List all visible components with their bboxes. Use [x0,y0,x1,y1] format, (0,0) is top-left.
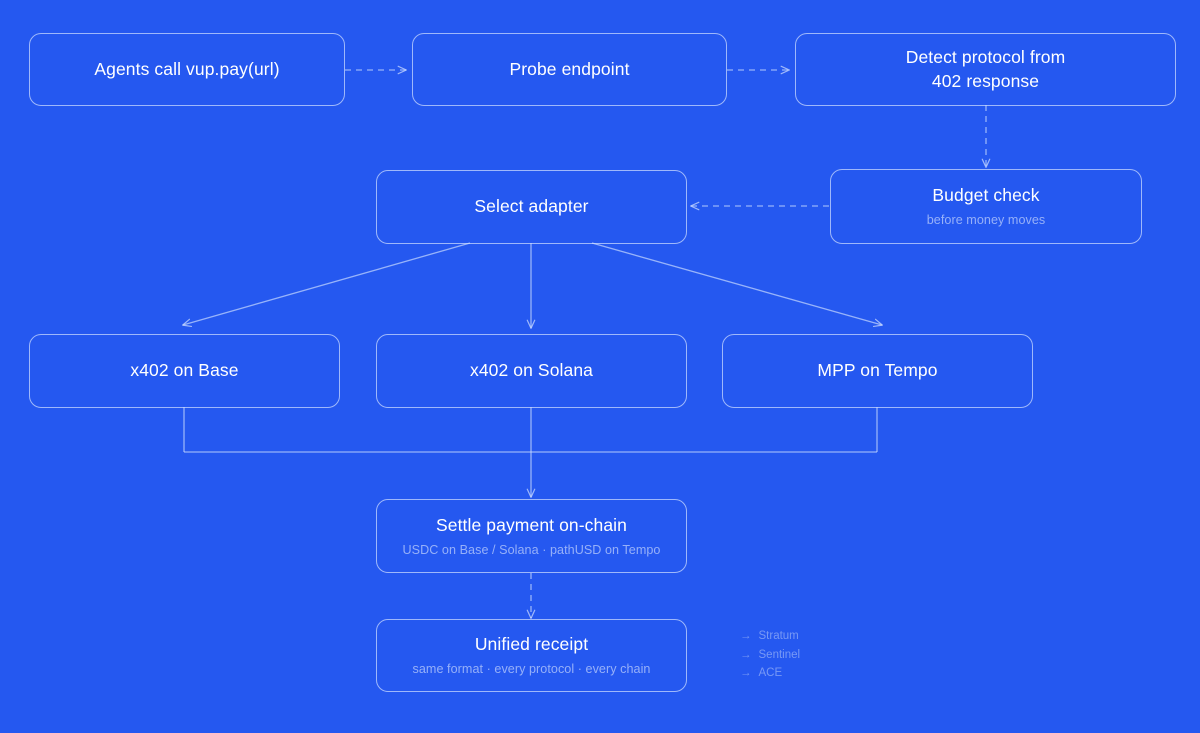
legend-item-ace[interactable]: → ACE [740,667,800,680]
node-unified-receipt[interactable]: Unified receipt same format · every prot… [376,619,687,692]
legend: → Stratum → Sentinel → ACE [740,630,801,680]
node-agents-call[interactable]: Agents call vup.pay(url) [29,33,345,106]
legend-item-label: Sentinel [758,648,801,661]
node-subtitle: same format · every protocol · every cha… [412,662,651,677]
arrow-right-icon: → [740,630,752,642]
node-subtitle: before money moves [926,213,1046,228]
node-title: Settle payment on-chain [435,514,628,535]
node-mpp-tempo[interactable]: MPP on Tempo [722,334,1033,408]
node-x402-base[interactable]: x402 on Base [29,334,340,408]
node-settle-payment[interactable]: Settle payment on-chain USDC on Base / S… [376,499,687,573]
node-title: Probe endpoint [509,58,630,79]
node-title: Agents call vup.pay(url) [94,58,280,79]
legend-item-sentinel[interactable]: → Sentinel [740,648,801,662]
legend-item-label: Stratum [758,630,799,642]
edge-select-to-base [183,242,471,325]
edge-select-to-tempo [591,242,882,325]
node-x402-solana[interactable]: x402 on Solana [376,334,687,408]
node-title: Unified receipt [474,634,589,655]
node-select-adapter[interactable]: Select adapter [376,170,687,244]
legend-item-stratum[interactable]: → Stratum [740,630,800,643]
node-title: Detect protocol from 402 response [905,47,1066,91]
node-title: MPP on Tempo [817,360,938,381]
node-title: Budget check [932,185,1040,206]
node-budget-check[interactable]: Budget check before money moves [830,169,1142,244]
node-title: x402 on Base [130,360,239,381]
legend-item-label: ACE [758,667,783,679]
node-title: Select adapter [474,196,589,217]
node-title: x402 on Solana [469,360,594,381]
node-probe-endpoint[interactable]: Probe endpoint [412,33,727,106]
arrow-right-icon: → [740,667,752,679]
arrow-right-icon: → [740,648,752,661]
node-subtitle: USDC on Base / Solana · pathUSD on Tempo [402,542,661,557]
node-detect-protocol[interactable]: Detect protocol from 402 response [795,33,1176,106]
